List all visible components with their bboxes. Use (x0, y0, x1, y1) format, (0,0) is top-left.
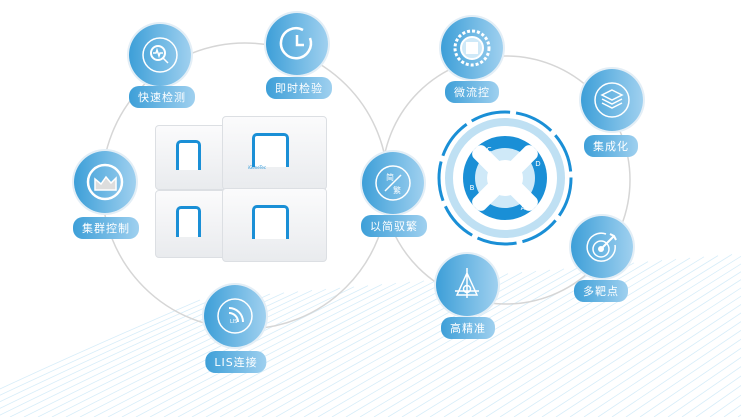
chamber-a-label: A (521, 204, 526, 212)
simplicity-node: 简繁 (362, 152, 424, 214)
wave-line (555, 295, 741, 417)
target-arrow-icon (586, 232, 617, 262)
wifi-signal-icon: LIS (217, 298, 253, 334)
microfluidic-chip-illustration: A B C D (437, 110, 573, 246)
layers-icon (594, 82, 630, 118)
wave-line (149, 281, 411, 417)
wave-line (485, 255, 741, 417)
wave-line (0, 298, 215, 396)
wave-line (51, 290, 313, 417)
chamber-b-label: B (470, 184, 475, 192)
svg-text:LIS: LIS (230, 319, 237, 325)
wave-line (289, 269, 551, 417)
wave-line (191, 278, 453, 417)
wave-line (317, 267, 579, 417)
integration-node (581, 69, 643, 131)
cluster-control-label: 集群控制 (73, 217, 139, 239)
wave-line (681, 375, 741, 417)
crosshair-triangle-icon (455, 268, 479, 298)
wave-line (597, 320, 741, 417)
wave-line (667, 366, 741, 417)
wave-line (0, 299, 201, 390)
multi-target-node (571, 216, 633, 278)
wave-line (205, 276, 467, 417)
magnifier-pulse-icon (142, 37, 178, 73)
wave-line (499, 263, 741, 417)
cluster-control-node (74, 151, 136, 213)
wave-line (303, 268, 565, 417)
wave-line (513, 271, 741, 417)
wave-line (331, 266, 593, 417)
chamber-d-label: D (535, 160, 540, 168)
wave-line (611, 329, 741, 417)
wave-line (0, 297, 229, 403)
chamber-c-label: C (487, 146, 492, 154)
wave-line (79, 287, 341, 417)
simple-complex-icon: 简繁 (375, 165, 411, 201)
wave-line (275, 270, 537, 417)
wave-line (709, 394, 741, 417)
lis-label: LIS连接 (205, 351, 267, 373)
wave-line (583, 312, 741, 417)
device-brand: iGeneTec (248, 165, 267, 170)
wave-line (163, 280, 425, 417)
wave-line (569, 303, 741, 417)
microfluidic-node (441, 17, 503, 79)
multi-target-label: 多靶点 (574, 280, 628, 302)
precision-label: 高精准 (441, 317, 495, 339)
wave-line (135, 282, 397, 417)
wave-line (457, 255, 719, 417)
wave-line (653, 356, 741, 417)
wave-line (527, 279, 741, 417)
simplicity-label: 以简驭繁 (361, 215, 427, 237)
icon-text-complex: 繁 (393, 185, 401, 195)
precision-node (436, 254, 498, 316)
wave-line (415, 258, 677, 417)
fast-detection-node (129, 24, 191, 86)
wave-line (65, 288, 327, 417)
fast-detection-label: 快速检测 (129, 86, 195, 108)
poct-node (266, 13, 328, 75)
wave-line (695, 385, 741, 417)
wave-line (401, 260, 663, 417)
microfluidic-label: 微流控 (445, 81, 499, 103)
lis-node: LIS (204, 285, 266, 347)
wave-line (639, 347, 741, 417)
icon-text-simple: 简 (386, 172, 394, 182)
wave-line (177, 279, 439, 417)
wave-line (443, 256, 705, 417)
integration-label: 集成化 (584, 135, 638, 157)
wave-line (723, 404, 741, 417)
wave-line (471, 254, 733, 417)
wave-line (429, 257, 691, 417)
wave-line (541, 287, 741, 417)
poct-label: 即时检验 (266, 77, 332, 99)
clock-icon (279, 27, 313, 60)
area-chart-icon (86, 163, 124, 201)
microfluidic-chip-icon (453, 29, 491, 67)
wave-line (625, 338, 741, 417)
